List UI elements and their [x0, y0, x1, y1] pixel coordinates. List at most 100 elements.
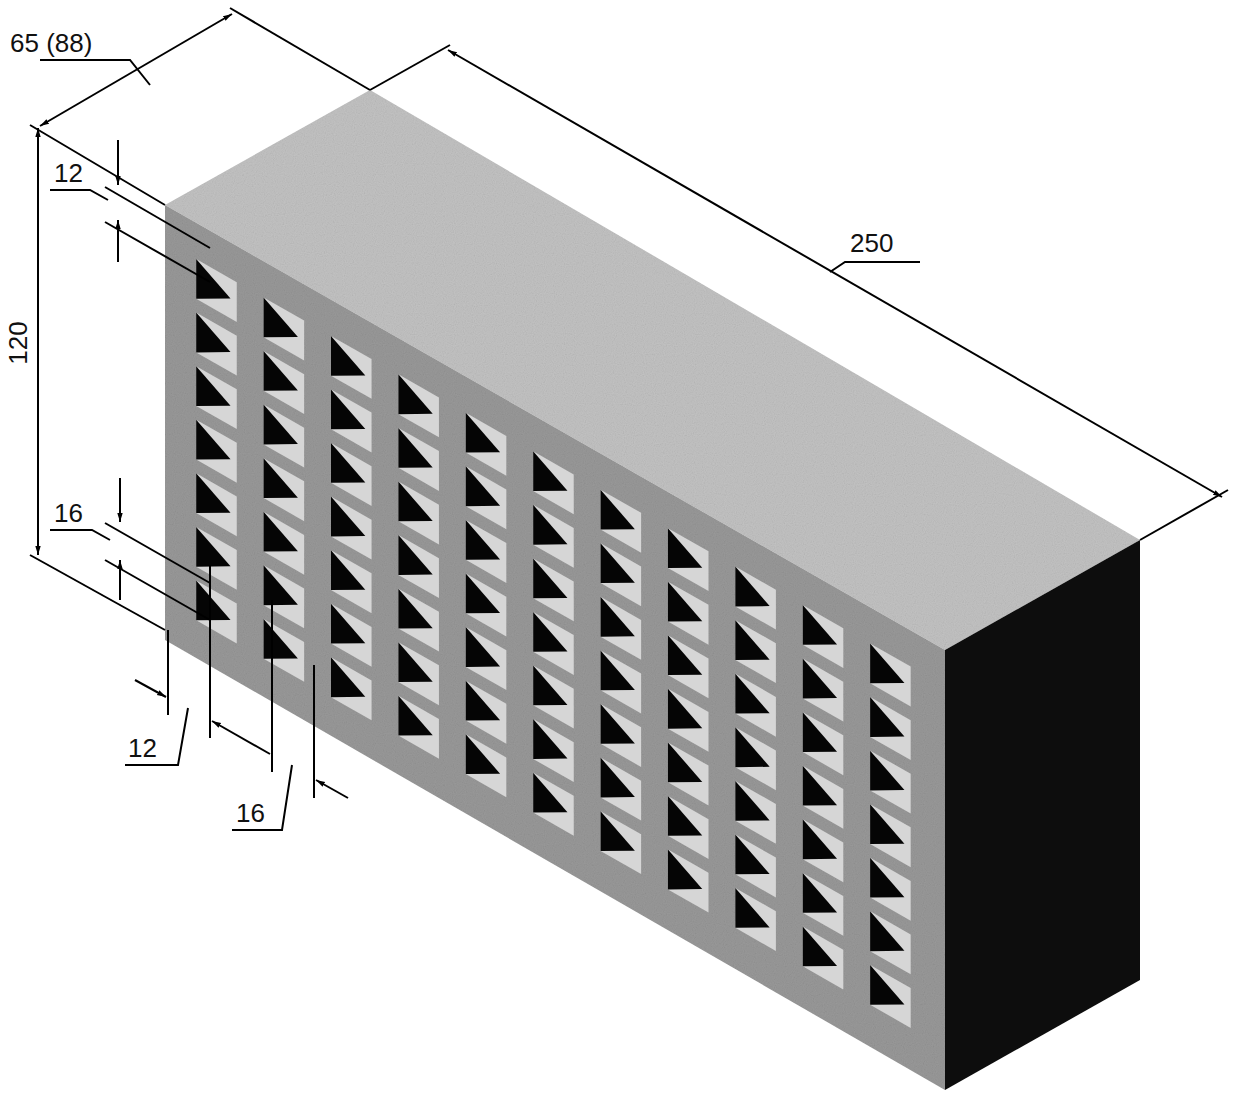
hole-cell — [668, 742, 709, 805]
hole-triangle — [264, 458, 298, 517]
hole-triangle — [803, 819, 837, 878]
hole-triangle — [803, 926, 837, 985]
hole-triangle — [601, 490, 635, 549]
hole-triangle — [735, 727, 769, 786]
hole-triangle — [264, 512, 298, 571]
hole-triangle — [601, 811, 635, 870]
hole-cell — [870, 858, 911, 921]
hole-triangle — [601, 543, 635, 602]
hole-triangle — [533, 451, 567, 510]
hole-cell — [668, 796, 709, 859]
hole-cell — [803, 605, 844, 668]
hole-cell — [601, 811, 642, 874]
hole-triangle — [466, 734, 500, 793]
hole-triangle — [735, 834, 769, 893]
hole-cell — [870, 751, 911, 814]
hole-cell — [870, 804, 911, 867]
hole-triangle — [533, 612, 567, 671]
hole-triangle — [264, 351, 298, 410]
hole-triangle — [533, 666, 567, 725]
hole-cell — [264, 297, 305, 360]
hole-triangle — [466, 413, 500, 472]
hole-cell — [331, 657, 372, 720]
hole-triangle — [331, 443, 365, 502]
hole-cell — [803, 712, 844, 775]
hole-cell — [331, 604, 372, 667]
hole-cell — [601, 490, 642, 553]
hole-cell — [264, 351, 305, 414]
hole-triangle — [196, 366, 230, 425]
hole-cell — [803, 819, 844, 882]
hole-cell — [870, 643, 911, 706]
hole-cell — [668, 689, 709, 752]
hole-cell — [264, 619, 305, 682]
hole-triangle — [533, 719, 567, 778]
hole-cell — [735, 727, 776, 790]
hole-triangle — [331, 336, 365, 395]
hole-cell — [466, 466, 507, 529]
hole-cell — [398, 696, 439, 759]
hole-triangle — [196, 580, 230, 639]
hole-cell — [466, 681, 507, 744]
hole-triangle — [601, 650, 635, 709]
hole-triangle — [668, 689, 702, 748]
hole-cell — [331, 443, 372, 506]
hole-triangle — [331, 550, 365, 609]
hole-cell — [398, 374, 439, 437]
hole-cell — [331, 497, 372, 560]
hole-triangle — [331, 497, 365, 556]
hole-triangle — [398, 428, 432, 487]
hole-cell — [803, 873, 844, 936]
hole-cell — [264, 565, 305, 628]
hole-cell — [533, 505, 574, 568]
hole-triangle — [398, 481, 432, 540]
hole-cell — [533, 666, 574, 729]
hole-triangle — [196, 259, 230, 318]
hole-triangle — [398, 642, 432, 701]
hole-triangle — [668, 528, 702, 587]
hole-triangle — [668, 850, 702, 909]
hole-triangle — [803, 712, 837, 771]
hole-triangle — [803, 873, 837, 932]
hole-cell — [196, 259, 237, 322]
hole-cell — [601, 543, 642, 606]
hole-cell — [533, 773, 574, 836]
dimension-label: 120 — [5, 319, 31, 366]
hole-triangle — [264, 565, 298, 624]
hole-cell — [466, 413, 507, 476]
hole-triangle — [668, 582, 702, 641]
hole-triangle — [870, 697, 904, 756]
hole-triangle — [870, 911, 904, 970]
hole-triangle — [331, 389, 365, 448]
hole-cell — [533, 612, 574, 675]
hole-cell — [735, 674, 776, 737]
hole-cell — [870, 911, 911, 974]
hole-triangle — [196, 473, 230, 532]
hole-cell — [601, 704, 642, 767]
hole-triangle — [668, 796, 702, 855]
hole-cell — [331, 336, 372, 399]
hole-cell — [668, 528, 709, 591]
hole-triangle — [668, 635, 702, 694]
hole-cell — [398, 481, 439, 544]
hole-cell — [668, 635, 709, 698]
hole-cell — [803, 766, 844, 829]
hole-cell — [601, 597, 642, 660]
hole-cell — [601, 650, 642, 713]
hole-cell — [466, 520, 507, 583]
hole-cell — [466, 574, 507, 637]
hole-triangle — [803, 605, 837, 664]
hole-cell — [668, 850, 709, 913]
hole-cell — [735, 834, 776, 897]
hole-triangle — [264, 405, 298, 464]
hole-triangle — [264, 619, 298, 678]
hole-triangle — [735, 567, 769, 626]
dimension-label: 16 — [52, 500, 85, 526]
hole-cell — [668, 582, 709, 645]
hole-cell — [870, 697, 911, 760]
hole-cell — [264, 458, 305, 521]
hole-cell — [331, 389, 372, 452]
hole-triangle — [735, 620, 769, 679]
dimension-label: 12 — [52, 160, 85, 186]
